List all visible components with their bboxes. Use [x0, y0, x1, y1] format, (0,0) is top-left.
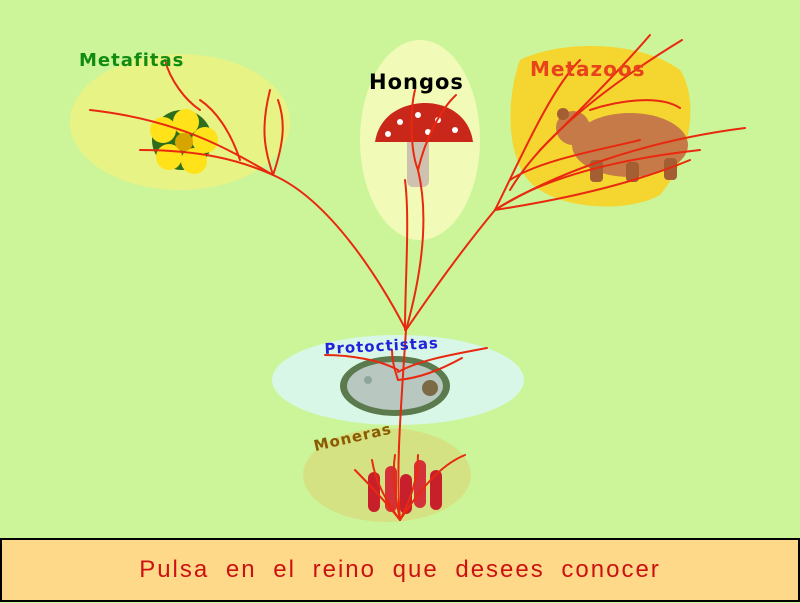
label-metazoos[interactable]: Metazoos — [530, 57, 646, 81]
protozoan-icon — [340, 356, 450, 416]
tree-branches — [89, 34, 746, 521]
instruction-text: Pulsa en el reino que desees conocer — [139, 556, 661, 583]
label-hongos[interactable]: Hongos — [369, 70, 464, 94]
instruction-bar: Pulsa en el reino que desees conocer — [0, 538, 800, 602]
label-metafitas[interactable]: Metafitas — [79, 50, 185, 71]
